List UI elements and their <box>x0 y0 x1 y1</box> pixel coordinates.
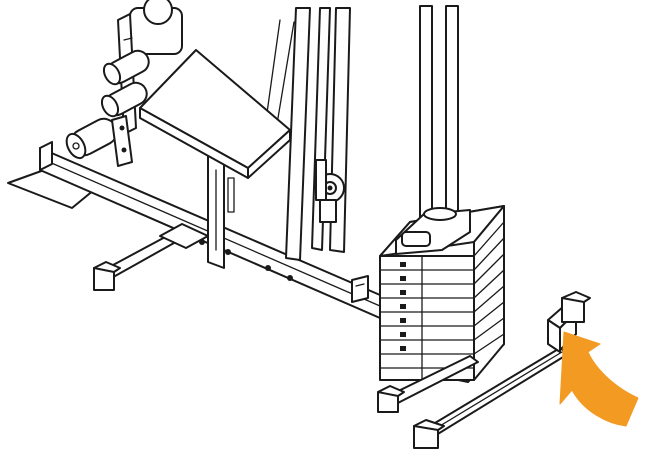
seat-post <box>207 149 235 269</box>
leg-roller-middle <box>100 81 148 118</box>
rail-bracket <box>351 275 369 303</box>
top-plate <box>395 207 471 255</box>
cable-pulley <box>315 159 345 223</box>
guide-rods <box>419 5 459 221</box>
front-cross-leg <box>93 223 209 291</box>
selector-pins <box>400 262 406 351</box>
seat-pad <box>139 49 291 179</box>
roller-bracket <box>111 115 133 167</box>
frame-bolts <box>199 239 293 281</box>
stack-base-left <box>377 355 479 413</box>
callout-arrow-icon <box>559 331 639 427</box>
leg-roller-upper <box>102 49 150 86</box>
